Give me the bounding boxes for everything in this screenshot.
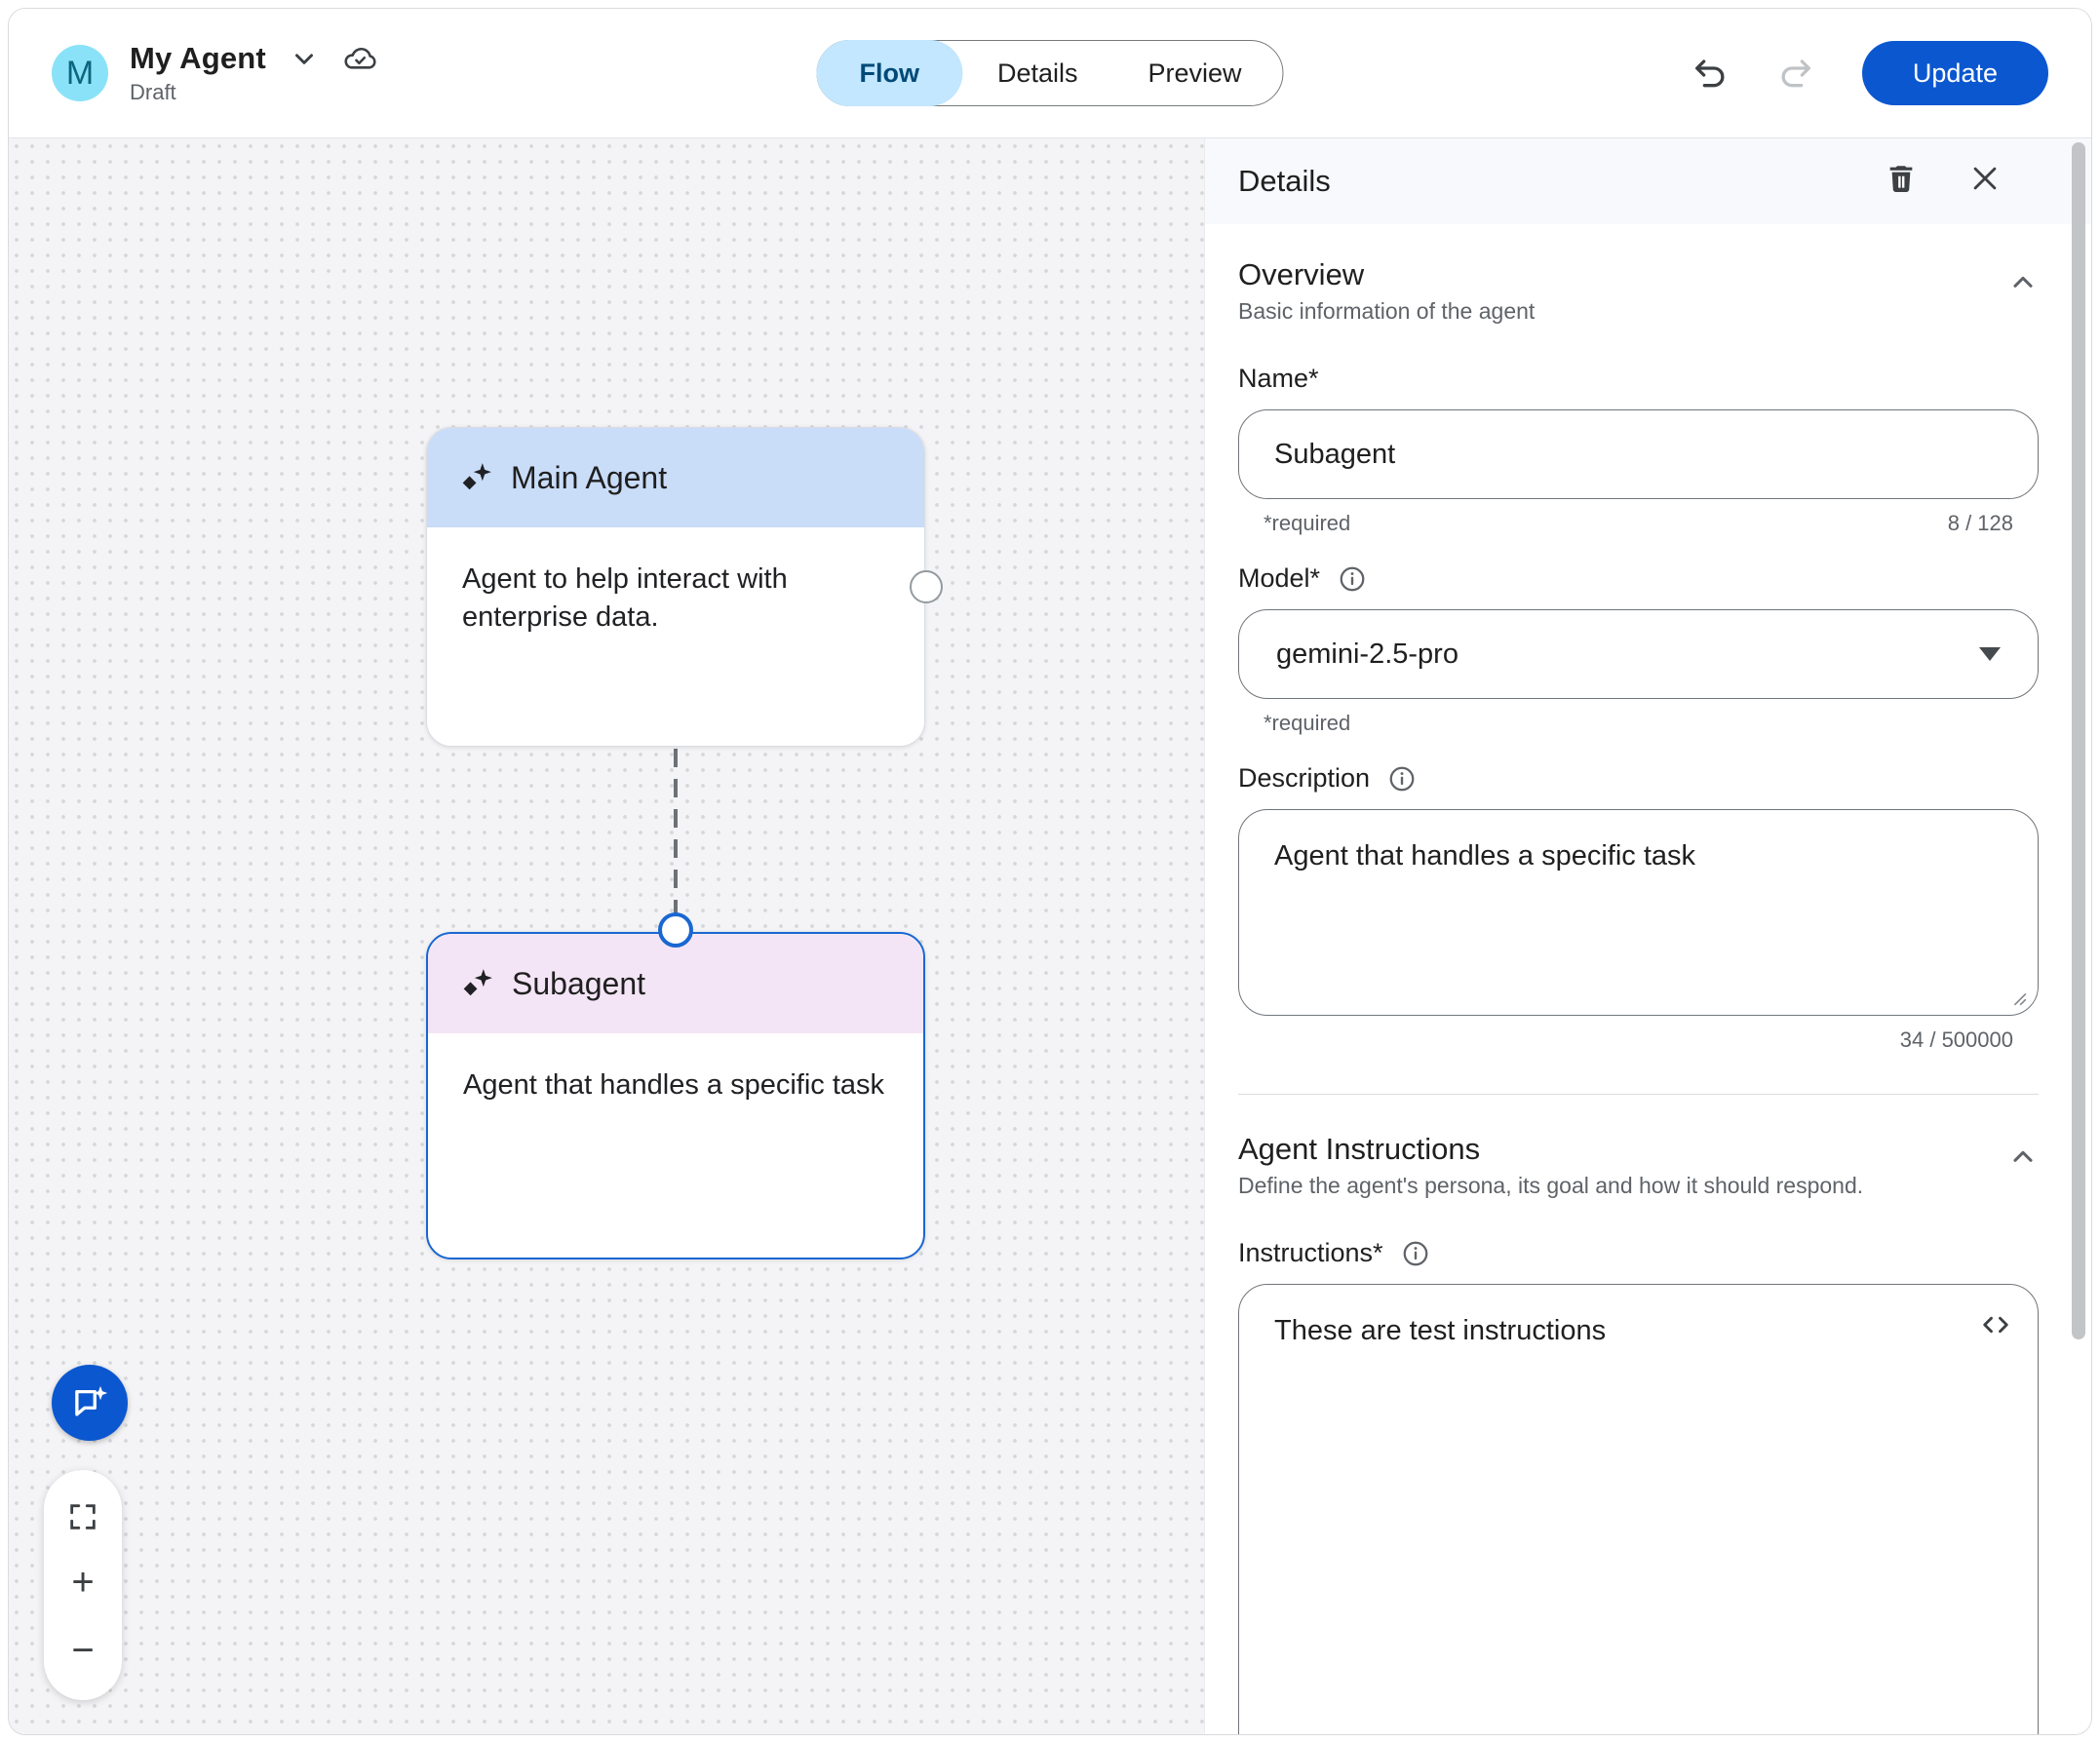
model-required-hint: *required <box>1264 711 1351 735</box>
name-char-counter: 8 / 128 <box>1947 511 2013 535</box>
panel-scrollbar[interactable] <box>2072 142 2085 1730</box>
avatar: M <box>52 45 108 101</box>
chevron-down-icon[interactable] <box>290 44 319 73</box>
cloud-done-icon <box>342 41 377 76</box>
chevron-up-icon[interactable] <box>2007 267 2039 298</box>
ai-chat-button[interactable] <box>52 1365 128 1441</box>
node-description: Agent to help interact with enterprise d… <box>462 563 788 634</box>
name-input[interactable] <box>1238 409 2039 499</box>
code-icon[interactable] <box>1978 1307 2013 1342</box>
name-label: Name* <box>1238 364 1319 393</box>
overview-subheading: Basic information of the agent <box>1238 298 1536 324</box>
zoom-out-button[interactable]: − <box>65 1630 99 1671</box>
info-icon[interactable] <box>1387 764 1417 794</box>
redo-icon[interactable] <box>1776 54 1815 93</box>
instructions-subheading: Define the agent's persona, its goal and… <box>1238 1173 1864 1198</box>
details-panel-body: Overview Basic information of the agent … <box>1205 224 2091 1734</box>
page-title: My Agent <box>130 41 266 75</box>
node-description: Agent that handles a specific task <box>463 1069 885 1101</box>
details-panel: Details Overview Basic information of th… <box>1204 138 2091 1734</box>
sparkle-icon <box>460 461 493 494</box>
description-label: Description <box>1238 763 1371 793</box>
node-title: Main Agent <box>511 459 668 495</box>
sparkle-icon <box>461 967 494 1000</box>
model-label: Model* <box>1238 563 1321 593</box>
main-agent-node[interactable]: Main Agent Agent to help interact with e… <box>426 427 943 747</box>
instructions-textarea[interactable]: These are test instructions <box>1238 1284 2039 1734</box>
info-icon[interactable] <box>1338 564 1367 594</box>
tab-flow[interactable]: Flow <box>816 40 962 106</box>
chevron-up-icon[interactable] <box>2007 1142 2039 1173</box>
chat-sparkle-icon <box>69 1382 110 1423</box>
edge-connector <box>674 749 678 932</box>
resize-grip-icon[interactable] <box>2011 990 2027 1006</box>
section-divider <box>1238 1094 2039 1095</box>
main-agent-node-header: Main Agent <box>427 428 924 527</box>
trash-icon[interactable] <box>1885 162 1918 195</box>
zoom-in-button[interactable]: + <box>65 1562 99 1603</box>
fullscreen-icon <box>66 1500 99 1533</box>
close-icon[interactable] <box>1968 162 2002 195</box>
instructions-heading: Agent Instructions <box>1238 1132 1481 1166</box>
model-select[interactable]: gemini-2.5-pro <box>1238 609 2039 699</box>
fit-view-button[interactable] <box>60 1499 105 1534</box>
name-required-hint: *required <box>1264 511 1351 535</box>
agent-identity: M My Agent Draft <box>52 41 377 105</box>
status-badge: Draft <box>130 80 176 104</box>
details-panel-header: Details <box>1205 138 2091 224</box>
dropdown-arrow-icon <box>1979 647 2001 661</box>
tab-preview[interactable]: Preview <box>1147 58 1242 88</box>
app-window: M My Agent Draft Flow Details Preview <box>8 8 2092 1735</box>
undo-icon[interactable] <box>1691 54 1730 93</box>
connection-handle[interactable] <box>910 570 943 603</box>
scrollbar-thumb[interactable] <box>2072 142 2085 1339</box>
info-icon[interactable] <box>1401 1239 1430 1268</box>
canvas-zoom-controls: + − <box>44 1470 122 1700</box>
connection-handle[interactable] <box>658 912 693 948</box>
panel-title: Details <box>1238 164 1331 198</box>
flow-canvas[interactable]: Main Agent Agent to help interact with e… <box>9 138 1204 1734</box>
instructions-label: Instructions* <box>1238 1238 1383 1267</box>
top-bar: M My Agent Draft Flow Details Preview <box>9 9 2091 138</box>
description-char-counter: 34 / 500000 <box>1899 1027 2013 1052</box>
description-textarea[interactable]: Agent that handles a specific task <box>1238 809 2039 1016</box>
subagent-node[interactable]: Subagent Agent that handles a specific t… <box>426 912 925 1259</box>
subagent-node-header: Subagent <box>428 934 923 1033</box>
overview-heading: Overview <box>1238 257 1365 291</box>
view-tab-group: Flow Details Preview <box>816 40 1284 106</box>
model-selected-value: gemini-2.5-pro <box>1276 638 1458 670</box>
update-button[interactable]: Update <box>1861 41 2048 105</box>
tab-details[interactable]: Details <box>996 58 1078 88</box>
node-title: Subagent <box>512 965 646 1001</box>
